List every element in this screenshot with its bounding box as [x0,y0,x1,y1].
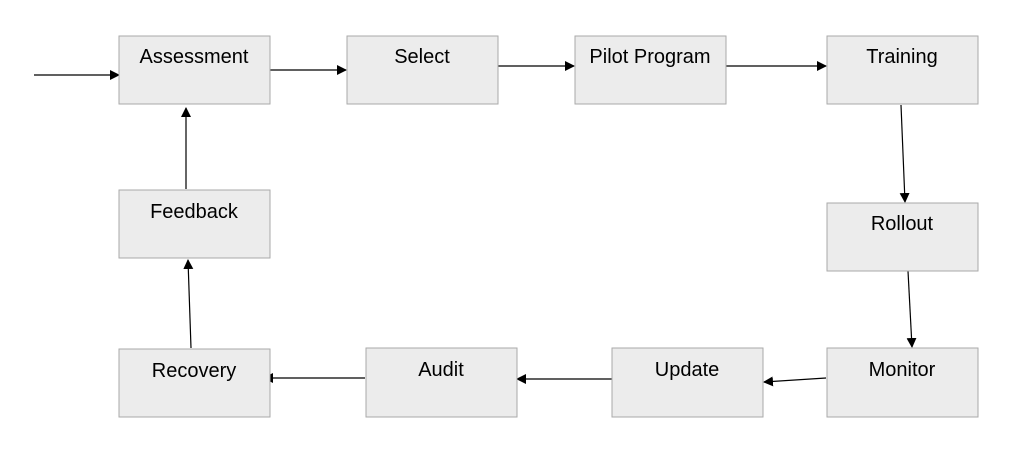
edge-training-to-rollout [899,104,910,203]
node-monitor-label: Monitor [869,359,936,381]
node-select: Select [346,35,499,105]
node-rollout-label: Rollout [871,213,934,235]
node-training-label: Training [866,46,938,68]
node-audit: Audit [365,347,518,418]
edge-monitor-to-update [763,376,827,387]
edge-recovery-to-feedback [183,259,194,349]
node-update-label: Update [655,359,720,381]
edge-rollout-to-monitor [906,270,917,348]
node-monitor: Monitor [826,347,979,418]
node-feedback-label: Feedback [150,201,239,223]
node-recovery: Recovery [118,348,271,418]
node-recovery-label: Recovery [152,360,236,382]
node-feedback: Feedback [118,189,271,259]
node-update: Update [611,347,764,418]
node-rollout: Rollout [826,202,979,272]
node-pilot-program: Pilot Program [574,35,727,105]
node-assessment-label: Assessment [140,46,249,68]
node-training: Training [826,35,979,105]
node-pilot-program-label: Pilot Program [589,46,710,68]
node-assessment: Assessment [118,35,271,105]
node-audit-label: Audit [418,359,464,381]
node-select-label: Select [394,46,450,68]
